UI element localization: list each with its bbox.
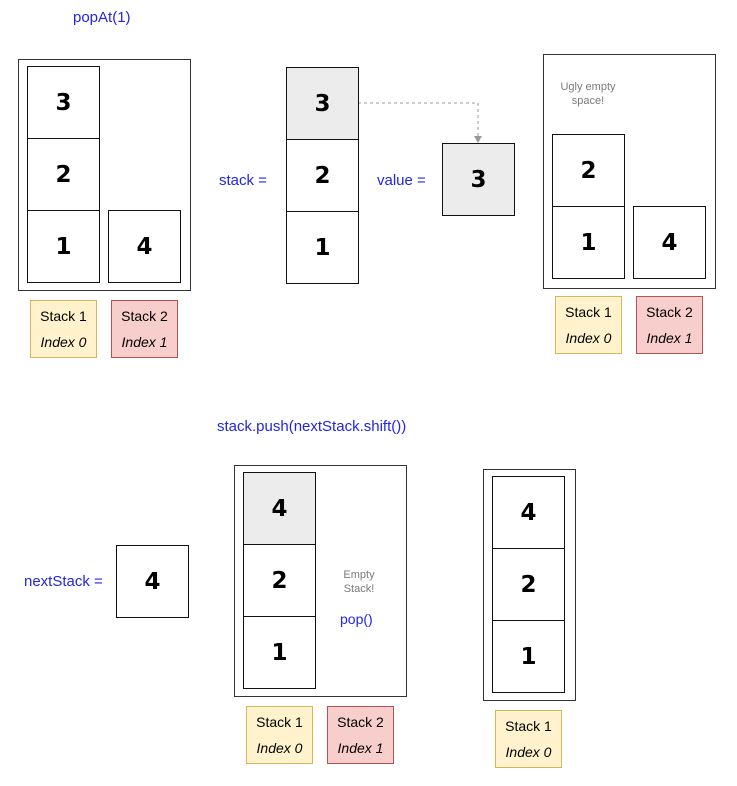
stack2-tag-name: Stack 2 [121, 308, 168, 324]
result-stack1-tag-name: Stack 1 [505, 718, 552, 734]
result-cell-4: 4 [492, 476, 565, 549]
push-cell-1: 1 [243, 616, 316, 689]
value-cell: 3 [442, 143, 515, 216]
after-stack2-tag: Stack 2 Index 1 [636, 296, 703, 354]
ugly-empty-space-note: Ugly empty space! [560, 81, 616, 107]
push-cell-4: 4 [243, 472, 316, 545]
after-stack1-tag: Stack 1 Index 0 [555, 296, 622, 354]
after-stack2-cell-4: 4 [633, 206, 706, 279]
after-stack1-cell-2: 2 [552, 134, 625, 207]
push-stack2-tag-index: Index 1 [337, 740, 384, 756]
stack1-tag-name: Stack 1 [40, 308, 87, 324]
push-stack1-tag-index: Index 0 [256, 740, 303, 756]
push-cell-2: 2 [243, 544, 316, 617]
push-stack1-tag: Stack 1 Index 0 [246, 706, 313, 764]
push-stack2-tag-name: Stack 2 [337, 714, 384, 730]
after-stack2-tag-index: Index 1 [646, 330, 693, 346]
value-arrow [358, 102, 479, 138]
stack1-cell-3: 3 [27, 66, 100, 139]
stack1-cell-1: 1 [27, 210, 100, 283]
after-stack2-tag-name: Stack 2 [646, 304, 693, 320]
result-stack1-tag: Stack 1 Index 0 [495, 710, 562, 768]
after-stack1-tag-index: Index 0 [565, 330, 612, 346]
empty-stack-note: Empty Stack! [343, 569, 375, 595]
value-label: value = [377, 172, 426, 189]
result-cell-2: 2 [492, 548, 565, 621]
stack-label: stack = [219, 172, 267, 189]
push-stack2-tag: Stack 2 Index 1 [327, 706, 394, 764]
push-stack1-tag-name: Stack 1 [256, 714, 303, 730]
stack1-tag-index: Index 0 [40, 334, 87, 350]
stack-cell-2: 2 [286, 139, 359, 212]
nextstack-cell: 4 [116, 545, 189, 618]
push-shift-title: stack.push(nextStack.shift()) [217, 418, 407, 435]
stack1-tag: Stack 1 Index 0 [30, 300, 97, 358]
pop-label: pop() [340, 611, 373, 627]
stack-cell-1: 1 [286, 211, 359, 284]
popat-title: popAt(1) [73, 9, 131, 26]
stack-cell-3: 3 [286, 67, 359, 140]
stack2-tag: Stack 2 Index 1 [111, 300, 178, 358]
stack1-cell-2: 2 [27, 138, 100, 211]
stack2-cell-4: 4 [108, 210, 181, 283]
result-stack1-tag-index: Index 0 [505, 744, 552, 760]
result-cell-1: 1 [492, 620, 565, 693]
stack2-tag-index: Index 1 [121, 334, 168, 350]
after-stack1-cell-1: 1 [552, 206, 625, 279]
nextstack-label: nextStack = [24, 573, 103, 590]
after-stack1-tag-name: Stack 1 [565, 304, 612, 320]
value-arrow-head [474, 136, 482, 143]
